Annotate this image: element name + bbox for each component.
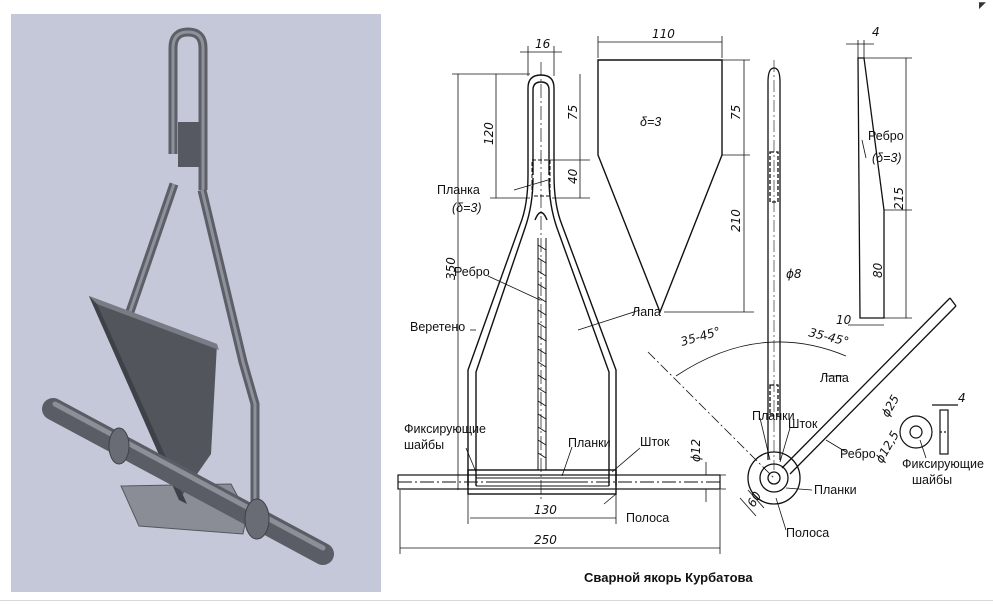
dim-phi12: ϕ12 — [689, 439, 703, 462]
label-planki-side-top: Планки — [752, 409, 795, 423]
label-polosa-front: Полоса — [626, 511, 669, 525]
label-lapa-side: Лапа — [820, 371, 849, 385]
label-shtok-front: Шток — [640, 435, 670, 449]
rib-profile — [857, 57, 885, 319]
angle-arc — [675, 341, 847, 377]
dim-angle-left: 35-45° — [679, 324, 722, 349]
shank-loop-highlight — [171, 30, 205, 190]
label-planka-thickness: (δ=3) — [452, 201, 482, 215]
fluke-face — [89, 296, 217, 500]
side-dims — [739, 489, 765, 517]
dim-350: 350 — [444, 257, 458, 280]
label-rebro-right-thickness: (δ=3) — [872, 151, 902, 165]
label-shtok-side: Шток — [788, 417, 818, 431]
corner-arrow-icon: ◤ — [979, 0, 986, 10]
stock-bar-hl — [52, 401, 326, 551]
dim-80: 80 — [871, 262, 885, 278]
stock-bar — [42, 398, 334, 565]
dim-4-washer: 4 — [958, 391, 966, 405]
dim-phi8: ϕ8 — [786, 267, 802, 281]
dim-250: 250 — [534, 533, 557, 547]
dim-phi12-5: ϕ12,5 — [872, 429, 901, 466]
label-fixing-washers-right-2: шайбы — [912, 473, 952, 487]
plate-thickness: δ=3 — [640, 115, 661, 129]
bottom-divider — [0, 600, 993, 601]
fluke-plate-dims — [597, 36, 754, 313]
label-rebro-side: Ребро — [840, 447, 876, 461]
label-vereteno: Веретено — [410, 320, 465, 334]
dim-210: 210 — [729, 209, 743, 232]
front-shank — [467, 74, 617, 486]
label-lapa-left: Лапа — [632, 305, 661, 319]
label-fixing-washers-right-1: Фиксирующие — [902, 457, 984, 471]
dim-16: 16 — [535, 37, 551, 51]
label-planki-front: Планки — [568, 436, 611, 450]
dim-130: 130 — [534, 503, 557, 517]
side-hub — [747, 451, 801, 505]
dim-10: 10 — [836, 313, 852, 327]
washer-detail — [899, 404, 958, 455]
dim-60: 60 — [744, 489, 764, 510]
side-fluke — [781, 297, 957, 475]
rib-profile-dims — [846, 40, 912, 326]
fluke-edge — [89, 296, 219, 350]
label-polosa-side: Полоса — [786, 526, 829, 540]
dim-75-plate: 75 — [729, 105, 743, 120]
dim-angle-right: 35-45° — [807, 325, 850, 348]
dim-4-top: 4 — [872, 25, 880, 39]
front-dims — [399, 46, 726, 554]
dim-40: 40 — [566, 168, 580, 184]
front-stock — [397, 474, 721, 490]
label-fixing-washers-left-1: Фиксирующие — [404, 422, 486, 436]
shank-leg-left-hl — [121, 183, 176, 333]
anchor-3d-model — [42, 27, 334, 565]
front-rib — [537, 238, 547, 470]
dim-120: 120 — [482, 122, 496, 145]
leaders — [465, 139, 927, 531]
label-rebro-right: Ребро — [868, 129, 904, 143]
dim-75-left: 75 — [566, 105, 580, 120]
dim-phi25: ϕ25 — [878, 392, 902, 419]
label-planka: Планка — [437, 183, 480, 197]
figure-caption: Сварной якорь Курбатова — [584, 570, 753, 585]
shank-leg-right-hl — [200, 189, 257, 504]
label-fixing-washers-left-2: шайбы — [404, 438, 444, 452]
fluke-side — [89, 296, 187, 504]
label-rebro-left: Ребро — [454, 265, 490, 279]
fluke-plate — [597, 59, 723, 314]
label-planki-side-bottom: Планки — [814, 483, 857, 497]
anchor-3d-render — [11, 14, 381, 592]
shank-plate — [178, 122, 200, 167]
dim-215: 215 — [892, 187, 906, 210]
washer-left — [108, 427, 130, 465]
dim-110: 110 — [652, 27, 675, 41]
washer-right — [244, 498, 270, 540]
